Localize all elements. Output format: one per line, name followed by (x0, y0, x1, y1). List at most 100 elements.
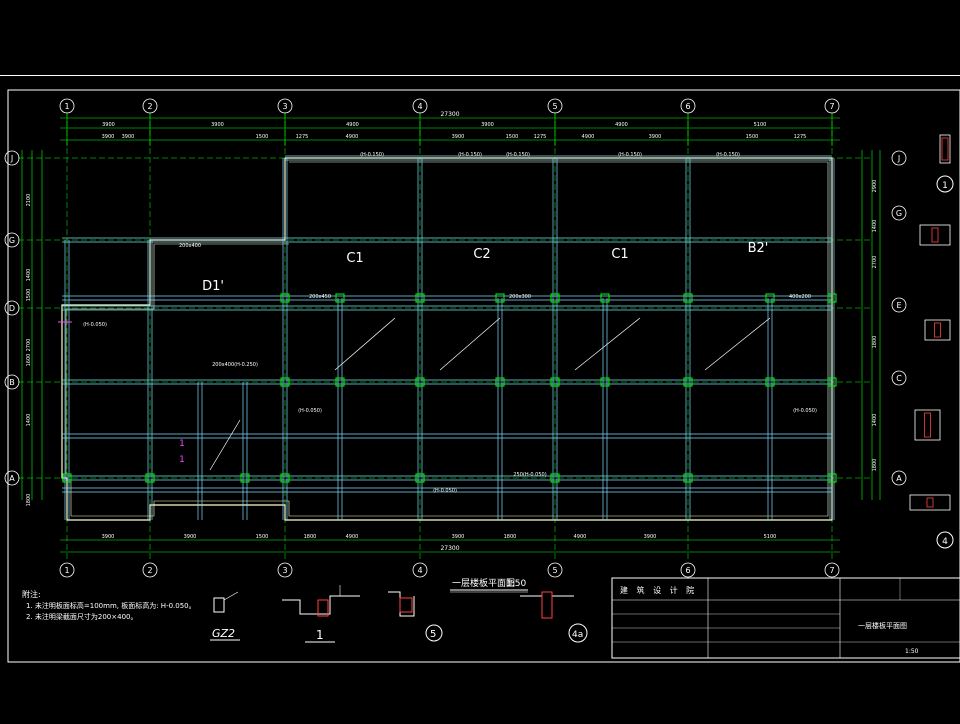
detail-bubble-4 (936, 531, 954, 549)
drawing-frame (7, 89, 960, 663)
elevation-label: (H-0.050) (433, 488, 457, 494)
beam-size-label: 200x400(H-0.250) (212, 362, 258, 368)
detail-1-beam (317, 599, 329, 617)
gz2-leader (223, 591, 239, 601)
dim-bottom-segment: 1500 (256, 534, 269, 540)
detail-bubble-4-label: 4 (942, 537, 948, 547)
axis-bubble-6 (680, 562, 696, 578)
beam-size-label: 400x200 (789, 294, 811, 300)
detail-4a-section (520, 595, 574, 619)
column (280, 473, 290, 483)
dim-right-segment: 2700 (872, 256, 878, 269)
title-block: 建 筑 设 计 院 一层楼板平面图 1:50 (611, 577, 960, 659)
room-label-C2: C2 (473, 247, 490, 262)
axis-number-2: 2 (147, 566, 152, 575)
side-detail-beam-2 (934, 322, 941, 338)
beam-size-label: 200x400 (179, 243, 201, 249)
axis-bubble-1 (59, 562, 75, 578)
axis-letter-right-J: J (897, 154, 900, 163)
title-block-scale: 1:50 (905, 648, 919, 655)
side-detail-beam-0 (941, 137, 949, 161)
dim-bottom-segment: 1800 (304, 534, 317, 540)
room-label-C1: C1 (611, 247, 628, 262)
dim-right-segment: 1800 (872, 459, 878, 472)
side-detail-beam-4 (926, 497, 934, 508)
slab-diagonal-0 (334, 317, 396, 371)
axis-bubble-right-C (891, 370, 907, 386)
dim-right-segment: 2900 (872, 180, 878, 193)
axis-bubble-1 (59, 98, 75, 114)
dim-top-detail: 1275 (534, 134, 547, 140)
column (600, 293, 610, 303)
elevation-label: (H-0.050) (793, 408, 817, 414)
axis-number-3: 3 (282, 102, 287, 111)
elevation-label: (H-0.050) (298, 408, 322, 414)
axis-bubble-right-A (891, 470, 907, 486)
axis-letter-right-A: A (896, 474, 902, 483)
dim-top-segment: 4900 (346, 122, 359, 128)
axis-bubble-3 (277, 98, 293, 114)
detail-5-section (388, 591, 415, 617)
column (62, 473, 72, 483)
detail-label-gz2: GZ2 (212, 627, 235, 640)
walls (61, 157, 833, 521)
side-detail-beam-3 (924, 412, 931, 438)
elevation-label: (H-0.150) (360, 152, 384, 158)
axis-letter-J: J (10, 154, 13, 163)
section-marker: 1 (179, 439, 185, 449)
dim-top-detail: 1500 (506, 134, 519, 140)
slab-diagonal-4 (209, 419, 241, 471)
beam-size-label: 200x300 (509, 294, 531, 300)
column (550, 473, 560, 483)
viewport-top-line (0, 75, 960, 76)
axis-number-4: 4 (417, 566, 422, 575)
slab-diagonal-3 (704, 317, 771, 371)
dim-left-segment: 2100 (26, 194, 32, 207)
axis-bubble-6 (680, 98, 696, 114)
column (765, 293, 775, 303)
axis-bubble-right-E (891, 297, 907, 313)
dim-bottom-segment: 1800 (504, 534, 517, 540)
axis-bubble-4 (412, 98, 428, 114)
elevation-label: (H-0.150) (506, 152, 530, 158)
axis-bubble-5 (547, 562, 563, 578)
detail-label-1: 1 (316, 628, 324, 642)
slab-diagonal-1 (439, 317, 501, 371)
dim-right-segment: 1800 (872, 336, 878, 349)
dim-top-segment: 3900 (102, 122, 115, 128)
axis-number-1: 1 (64, 566, 69, 575)
axis-bubble-right-J (891, 150, 907, 166)
room-label-B2': B2' (748, 241, 769, 256)
axis-letter-G: G (9, 236, 15, 245)
column (240, 473, 250, 483)
axis-bubble-7 (824, 562, 840, 578)
dim-right-segment: 1400 (872, 220, 878, 233)
side-detail-0 (939, 134, 951, 164)
gz2-column (213, 597, 225, 613)
axis-number-7: 7 (829, 566, 834, 575)
axis-letter-B: B (9, 378, 15, 387)
plan-title-block: 一层楼板平面图 1:50 (450, 577, 528, 593)
side-detail-beam-1 (931, 227, 939, 243)
beam-size-label: 250(H-0.050) (513, 472, 546, 478)
axis-number-3: 3 (282, 566, 287, 575)
axis-bubble-J (4, 150, 20, 166)
dim-bottom-segment: 3900 (644, 534, 657, 540)
dim-left-segment: 2700 (26, 339, 32, 352)
axis-bubble-4 (412, 562, 428, 578)
detail-label-4a: 4a (572, 630, 583, 640)
axis-letter-right-E: E (896, 301, 901, 310)
column (683, 473, 693, 483)
column (683, 377, 693, 387)
notes-line-2: 2. 未注明梁截面尺寸为200×400。 (26, 612, 138, 621)
building-outline-inner (65, 161, 829, 517)
axis-number-1: 1 (64, 102, 69, 111)
axis-bubble-7 (824, 98, 840, 114)
detail-4a-beam (541, 591, 553, 619)
axis-number-7: 7 (829, 102, 834, 111)
column (495, 377, 505, 387)
slab-diagonal-2 (574, 317, 641, 371)
